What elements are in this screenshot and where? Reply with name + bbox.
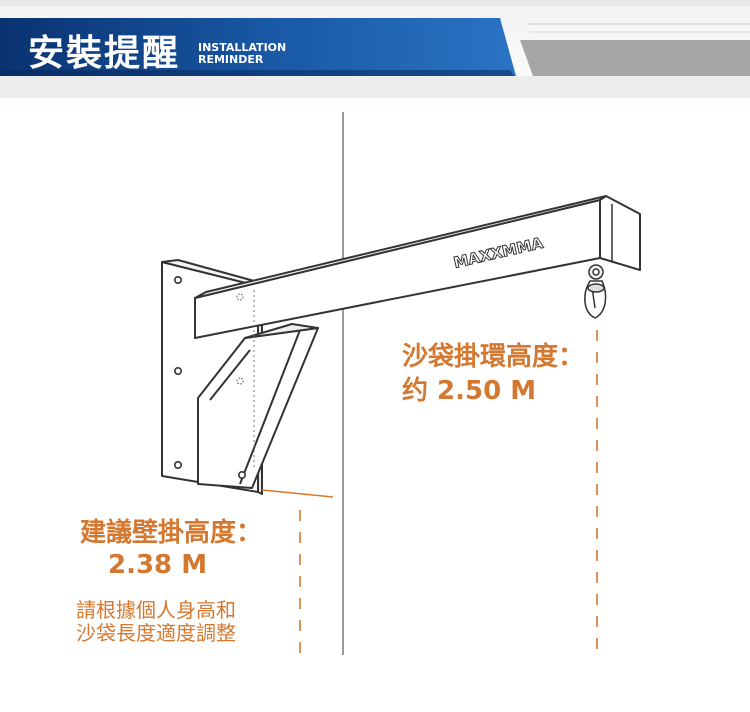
header-banner xyxy=(0,0,750,112)
ring-height-label: 沙袋掛環高度： xyxy=(402,342,585,372)
plate-hole-4 xyxy=(238,470,247,479)
section-subtitle: INSTALLATION REMINDER xyxy=(198,42,286,66)
subtitle-line-1: INSTALLATION xyxy=(198,41,287,54)
plate-hole-3 xyxy=(174,460,183,469)
hook xyxy=(584,264,607,319)
ring-height-value: 约 2.50 M xyxy=(402,376,537,406)
adjust-note-line-2: 沙袋長度適度調整 xyxy=(76,621,236,645)
diagonal-brace xyxy=(197,327,319,489)
section-title: 安裝提醒 xyxy=(28,33,181,74)
plate-hole-2 xyxy=(174,366,183,375)
adjust-note-line-1: 請根據個人身高和 xyxy=(76,598,236,622)
plate-hole-1 xyxy=(174,275,183,284)
header-blue-band xyxy=(0,18,516,76)
main-arm xyxy=(194,199,601,339)
wall-height-marker xyxy=(261,489,334,498)
arm-end-cap xyxy=(599,195,641,271)
subtitle-line-2: REMINDER xyxy=(198,53,264,66)
header-grey-band xyxy=(520,40,750,76)
wall-height-label: 建議壁掛高度： xyxy=(80,518,263,548)
wall-height-value: 2.38 M xyxy=(108,550,208,580)
